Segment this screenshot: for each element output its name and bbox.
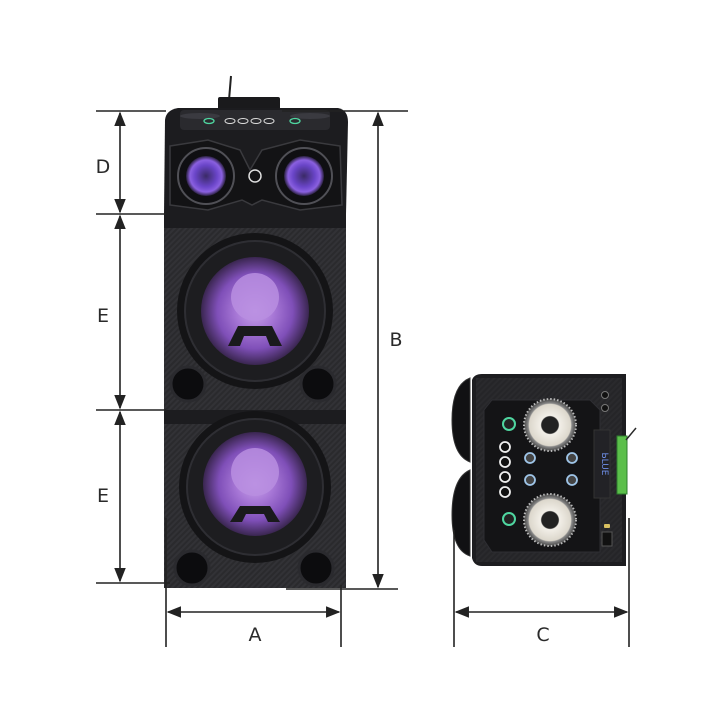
upper-woofer-module: [164, 214, 346, 410]
upper-control-knob: [524, 399, 576, 451]
top-handle: [218, 97, 280, 111]
display-text: ЬLUE: [599, 452, 609, 475]
label-e-upper: E: [97, 305, 109, 327]
upper-right-bass-port: [299, 365, 337, 403]
label-a: A: [249, 624, 262, 646]
lower-control-knob: [524, 494, 576, 546]
upper-left-bass-port: [169, 365, 207, 403]
label-d: D: [96, 156, 111, 178]
label-b: B: [389, 329, 402, 351]
lower-left-bass-port: [173, 549, 211, 587]
right-tweeter: [284, 156, 324, 196]
antenna: [228, 75, 232, 101]
lower-woofer-module: [164, 410, 346, 588]
lower-right-bass-port: [297, 549, 335, 587]
top-module: [164, 108, 348, 214]
speaker-front-view: [164, 75, 348, 588]
pcb-board: [616, 435, 628, 495]
sd-card-slot: [601, 531, 613, 547]
eq-buttons: [524, 452, 578, 486]
label-e-lower: E: [97, 485, 109, 507]
top-control-buttons: [203, 117, 301, 125]
side-buttons: [499, 441, 511, 498]
usb-port: [604, 524, 610, 528]
brand-logo-icon: [248, 169, 262, 183]
led-display: [593, 429, 611, 499]
left-tweeter: [186, 156, 226, 196]
dimension-lines: [96, 110, 630, 647]
speaker-side-view: ЬLUE: [451, 374, 637, 566]
label-c: C: [536, 624, 549, 646]
